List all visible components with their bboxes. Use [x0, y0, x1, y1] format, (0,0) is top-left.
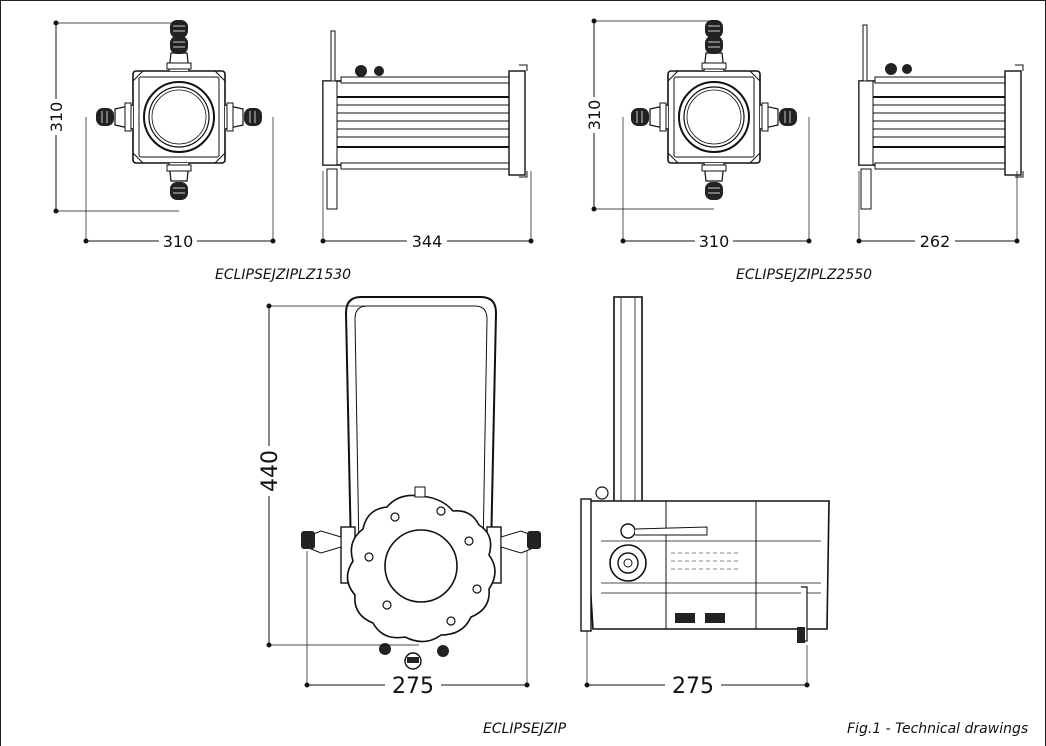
dim-1530-front-width-label: 310	[163, 232, 194, 251]
figure-caption: Fig.1 - Technical drawings	[847, 721, 1029, 737]
dim-1530-side-length: 344	[320, 171, 534, 251]
dim-zip-front-width: 275	[304, 551, 530, 699]
dim-zip-side-width-label: 275	[672, 674, 714, 699]
dim-1530-side-length-label: 344	[412, 232, 443, 251]
caption-model-1530: ECLIPSEJZIPLZ1530	[215, 267, 352, 283]
model-2550-side-view	[858, 24, 1024, 210]
dim-zip-front-height: 440	[256, 303, 419, 648]
model-1530-side-view	[322, 30, 528, 210]
model-2550-front-view	[631, 20, 797, 200]
dim-1530-front-height: 310	[46, 20, 179, 214]
dim-2550-front-height: 310	[584, 18, 714, 212]
caption-model-zip: ECLIPSEJZIP	[483, 721, 567, 737]
dim-zip-side-width: 275	[584, 631, 810, 699]
dim-2550-front-width: 310	[620, 117, 812, 251]
dim-1530-front-height-label: 310	[47, 102, 66, 133]
dim-2550-front-width-label: 310	[699, 232, 730, 251]
caption-model-2550: ECLIPSEJZIPLZ2550	[736, 267, 873, 283]
model-1530-front-view	[96, 20, 262, 200]
dim-1530-front-width: 310	[83, 117, 276, 251]
dim-2550-side-length: 262	[856, 171, 1020, 251]
dim-2550-side-length-label: 262	[920, 232, 951, 251]
model-zip-side-view	[580, 296, 830, 643]
model-zip-front-view	[301, 296, 541, 670]
dim-zip-front-height-label: 440	[258, 450, 283, 492]
dim-2550-front-height-label: 310	[585, 100, 604, 131]
dim-zip-front-width-label: 275	[392, 674, 434, 699]
